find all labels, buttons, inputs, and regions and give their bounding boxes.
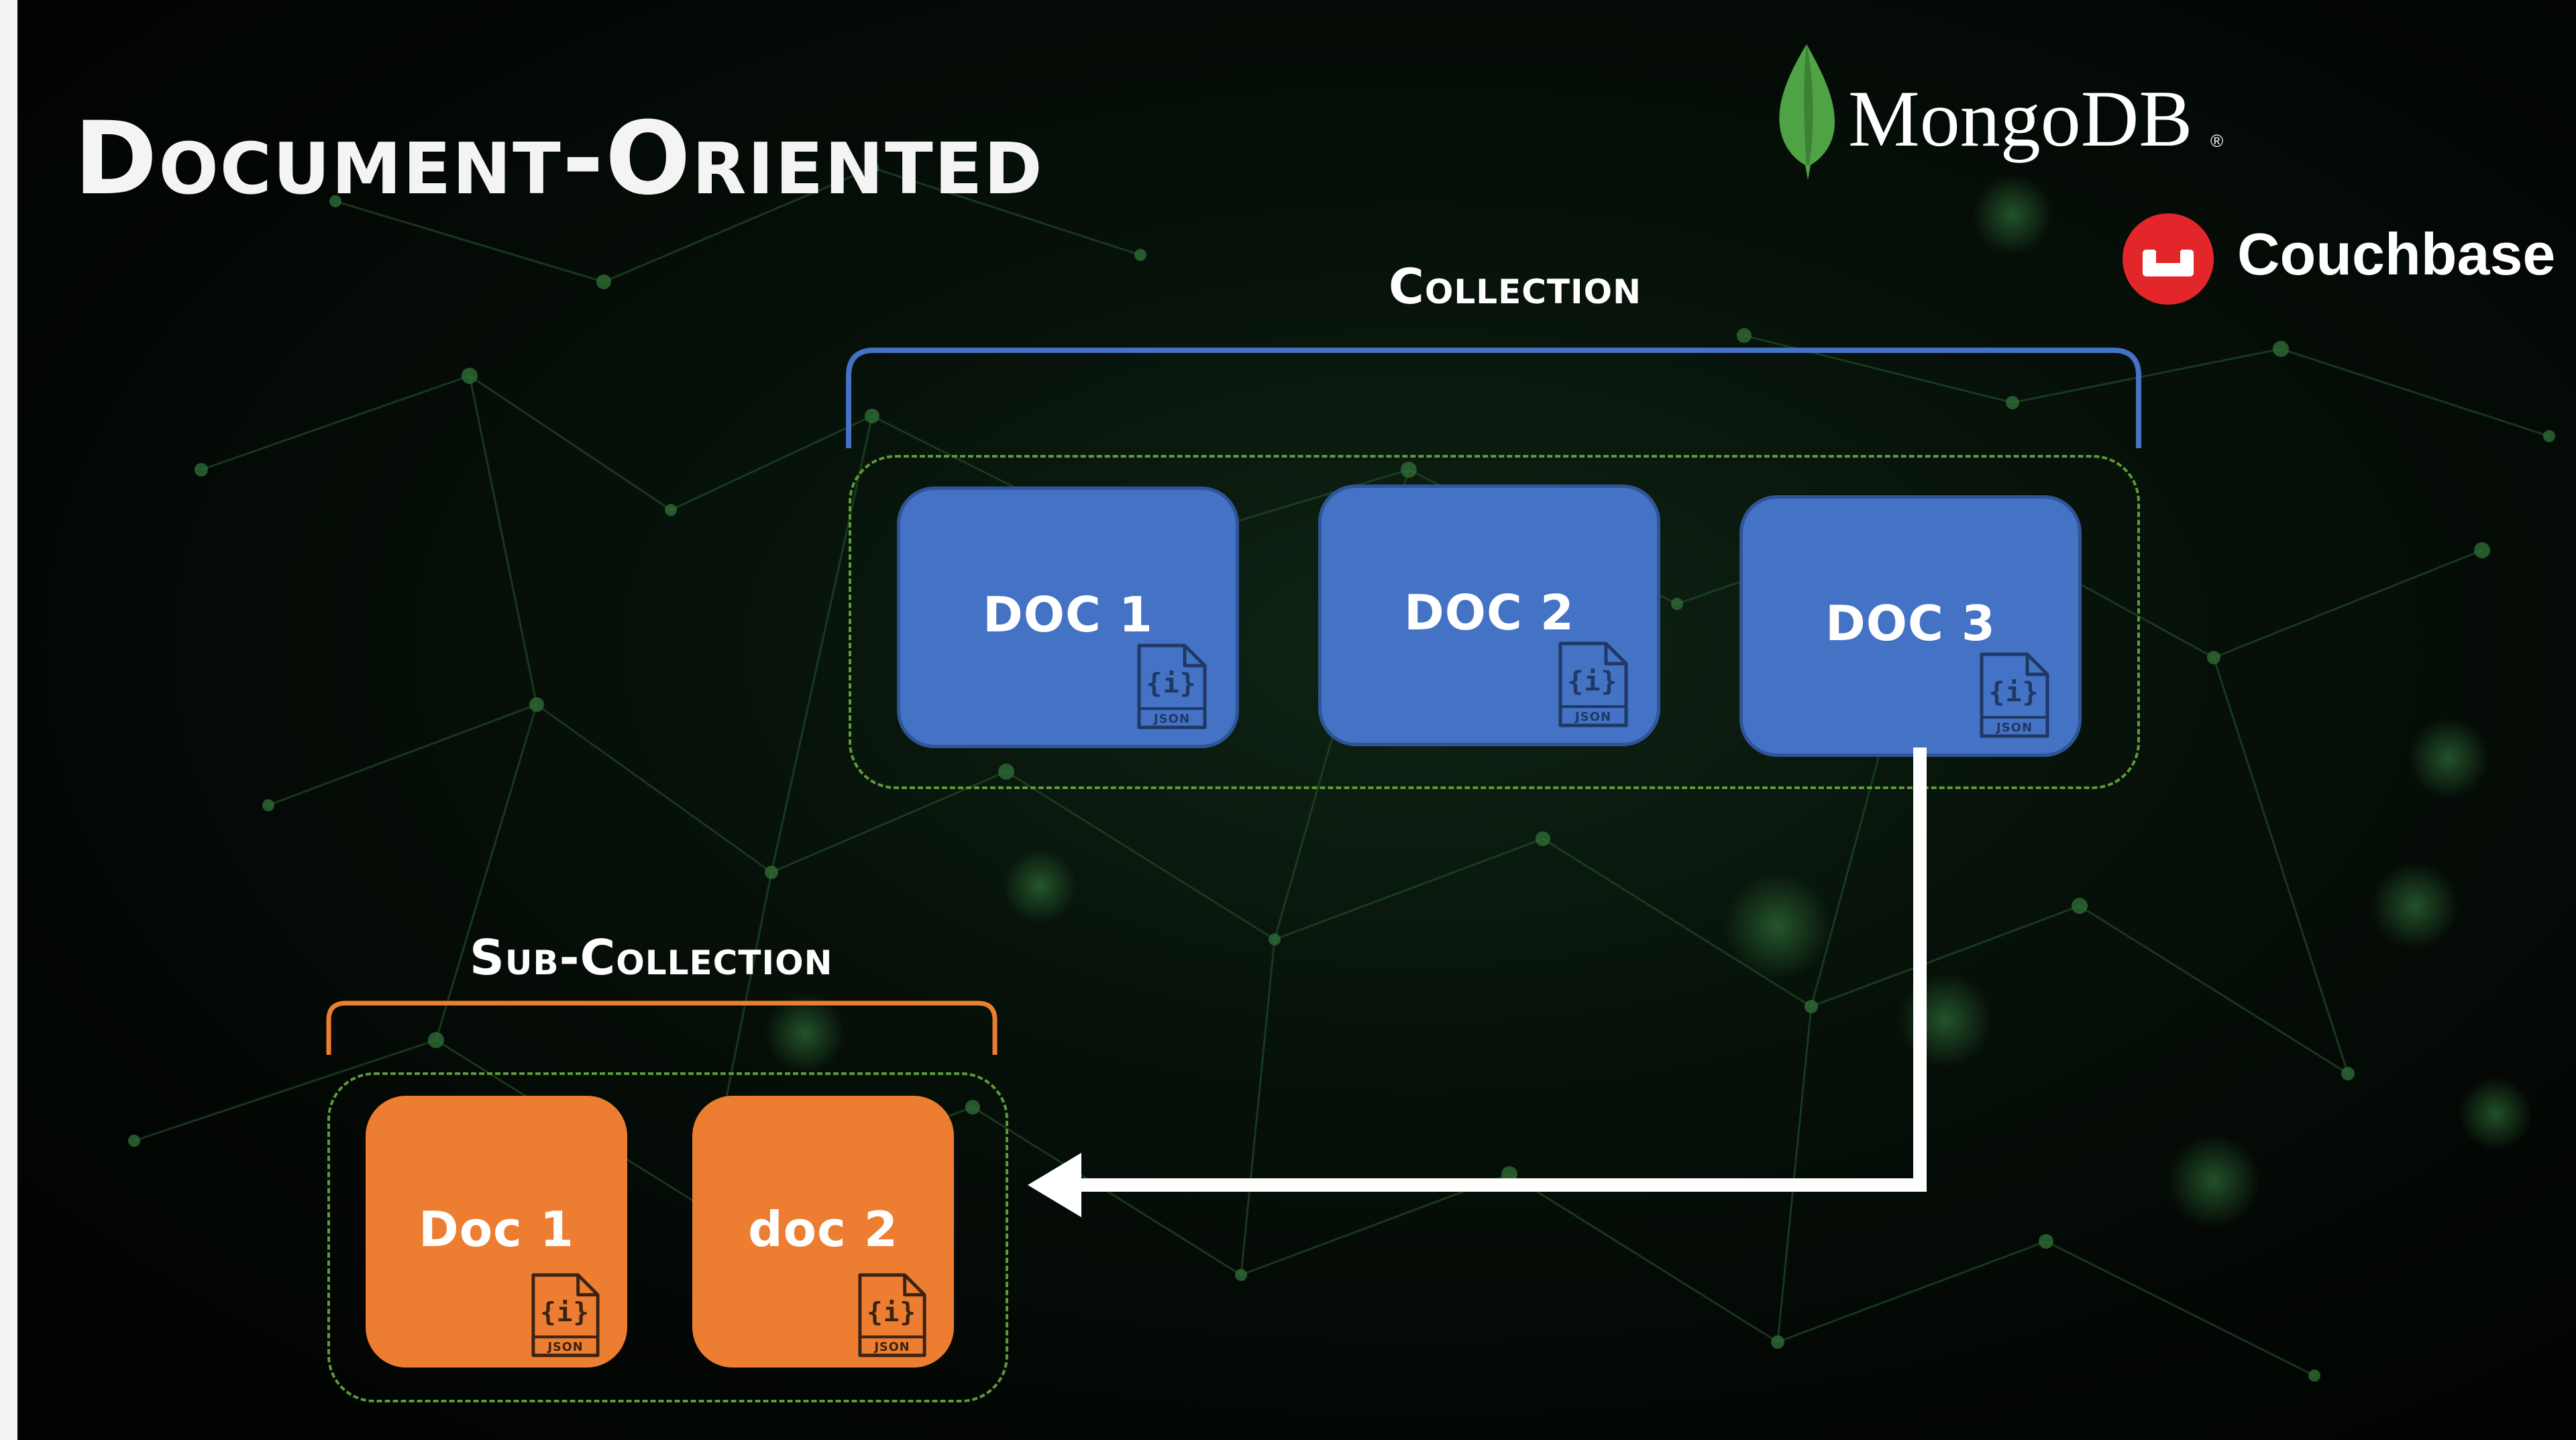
collection-label: Collection: [1389, 258, 1642, 315]
svg-text:JSON: JSON: [874, 1341, 910, 1354]
mongodb-registered-mark: ®: [2210, 131, 2224, 151]
json-file-icon: {i} JSON: [858, 1273, 926, 1357]
svg-text:JSON: JSON: [1574, 710, 1611, 724]
slide-title: Document-Oriented: [74, 101, 1044, 217]
svg-text:{i}: {i}: [1567, 666, 1617, 697]
json-file-icon: {i} JSON: [531, 1273, 600, 1357]
mongodb-wordmark: MongoDB: [1848, 74, 2193, 163]
doc-label: DOC 1: [983, 586, 1153, 643]
doc-label: doc 2: [748, 1200, 898, 1257]
svg-text:JSON: JSON: [1152, 712, 1190, 726]
collection-doc-2: DOC 2 {i} JSON: [1318, 484, 1660, 746]
json-file-icon: {i} JSON: [1980, 652, 2049, 738]
svg-text:JSON: JSON: [1995, 721, 2033, 735]
couchbase-logo-icon: [2123, 213, 2214, 305]
doc-label: DOC 3: [1825, 595, 1996, 652]
couchbase-wordmark: Couchbase: [2237, 221, 2556, 287]
mongodb-leaf-icon: [1779, 44, 1835, 180]
collection-doc-3: DOC 3 {i} JSON: [1739, 495, 2082, 757]
subcollection-outline: [327, 1072, 1008, 1402]
svg-text:{i}: {i}: [867, 1298, 916, 1328]
left-edge-strip: [0, 0, 17, 1440]
subcollection-label: Sub-Collection: [470, 929, 833, 986]
doc-label: Doc 1: [418, 1200, 575, 1257]
subcollection-doc-1: Doc 1 {i} JSON: [366, 1096, 627, 1368]
json-file-icon: {i} JSON: [1558, 641, 1628, 727]
svg-text:{i}: {i}: [540, 1298, 590, 1328]
svg-text:{i}: {i}: [1988, 677, 2039, 708]
svg-text:{i}: {i}: [1146, 668, 1196, 699]
subcollection-doc-2: doc 2 {i} JSON: [692, 1096, 954, 1368]
svg-text:JSON: JSON: [547, 1341, 584, 1354]
collection-doc-1: DOC 1 {i} JSON: [897, 486, 1239, 748]
doc-label: DOC 2: [1404, 584, 1574, 641]
json-file-icon: {i} JSON: [1137, 644, 1207, 729]
